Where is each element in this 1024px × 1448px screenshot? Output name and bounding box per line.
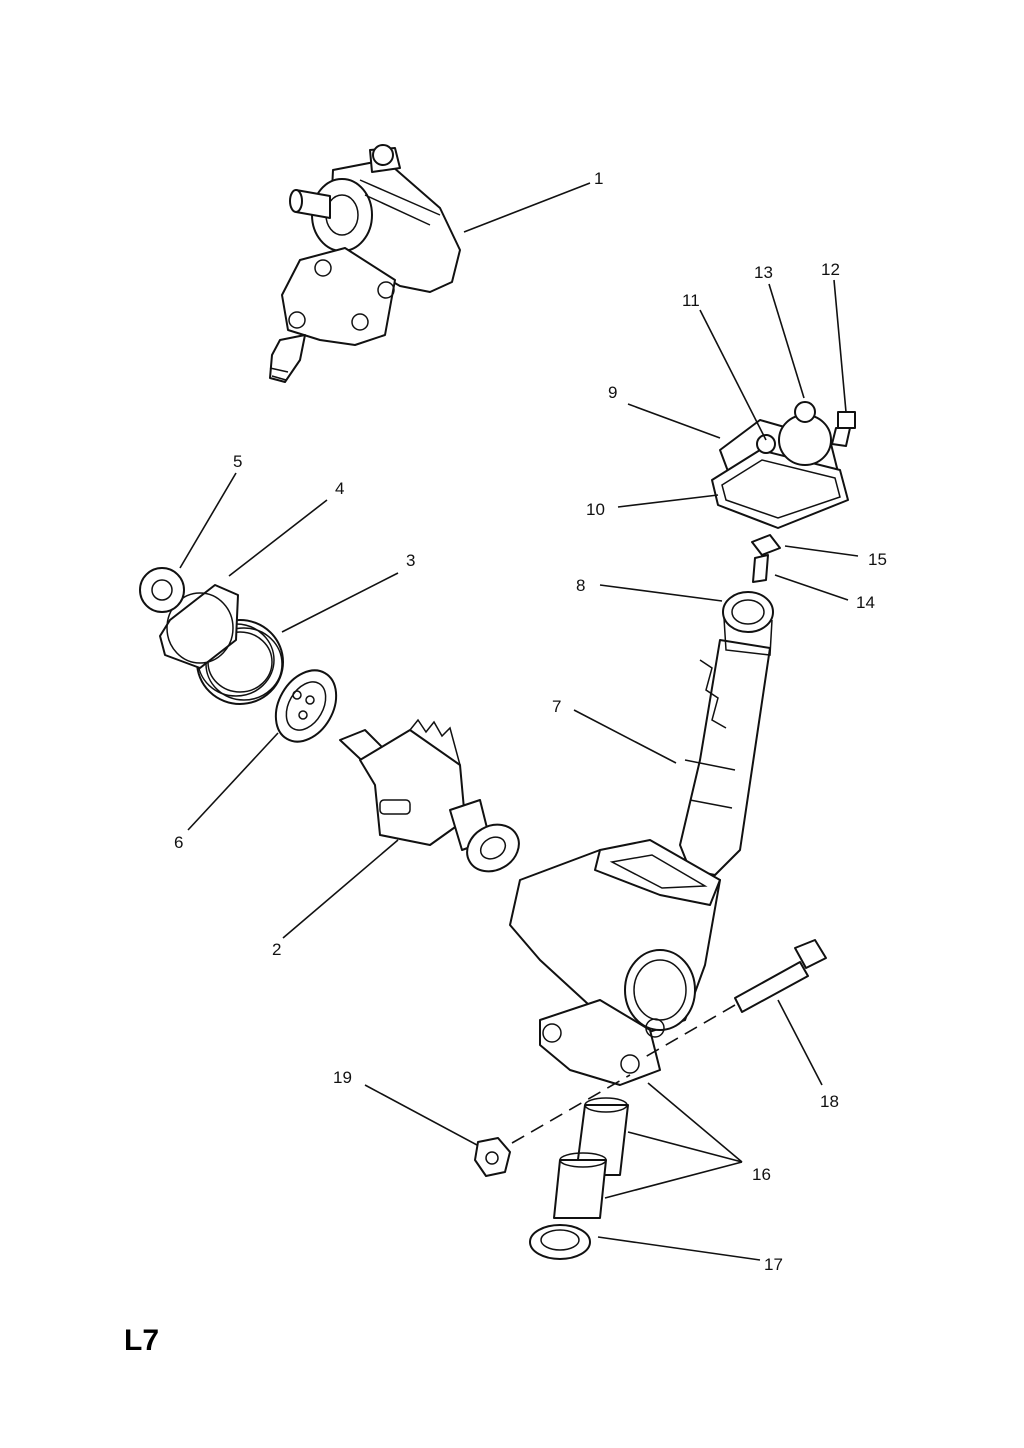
steering-box-housing <box>509 839 721 1086</box>
callout-2: 2 <box>272 940 281 959</box>
part-12-bolt <box>831 411 856 447</box>
assembly-line-bolt <box>639 1004 736 1061</box>
callout-5: 5 <box>233 452 242 471</box>
callout-3: 3 <box>406 551 415 570</box>
part-7-sector-shaft <box>679 639 771 876</box>
callout-13: 13 <box>754 263 773 282</box>
callout-4: 4 <box>335 479 344 498</box>
part-1-steering-gear-assembly <box>269 144 461 383</box>
callout-16: 16 <box>752 1165 771 1184</box>
callout-15: 15 <box>868 550 887 569</box>
callout-6: 6 <box>174 833 183 852</box>
diagram-code: L7 <box>124 1324 159 1357</box>
part-18-bolt <box>734 939 827 1013</box>
part-14-adjuster-screw <box>752 554 769 583</box>
callout-9: 9 <box>608 383 617 402</box>
part-11-nut <box>756 434 776 454</box>
part-16-sleeves <box>553 1097 629 1219</box>
part-5-bearing <box>139 567 185 613</box>
part-17-seal <box>529 1224 591 1260</box>
part-15-shim <box>751 534 781 556</box>
leader-lines <box>179 182 859 1261</box>
callout-12: 12 <box>821 260 840 279</box>
part-8-bush <box>722 591 774 656</box>
part-2-valve-body <box>339 718 520 873</box>
callout-18: 18 <box>820 1092 839 1111</box>
part-4-lock-nut <box>159 584 239 669</box>
part-13-adjuster-dome <box>778 401 832 466</box>
callout-8: 8 <box>576 576 585 595</box>
callout-14: 14 <box>856 593 875 612</box>
callout-19: 19 <box>333 1068 352 1087</box>
callout-7: 7 <box>552 697 561 716</box>
part-19-nut <box>474 1137 511 1177</box>
callout-11: 11 <box>682 291 700 310</box>
callout-17: 17 <box>764 1255 783 1274</box>
part-6-bearing-race <box>274 669 338 743</box>
callout-10: 10 <box>586 500 605 519</box>
assembly-line-nut <box>511 1074 631 1144</box>
callout-1: 1 <box>594 169 603 188</box>
